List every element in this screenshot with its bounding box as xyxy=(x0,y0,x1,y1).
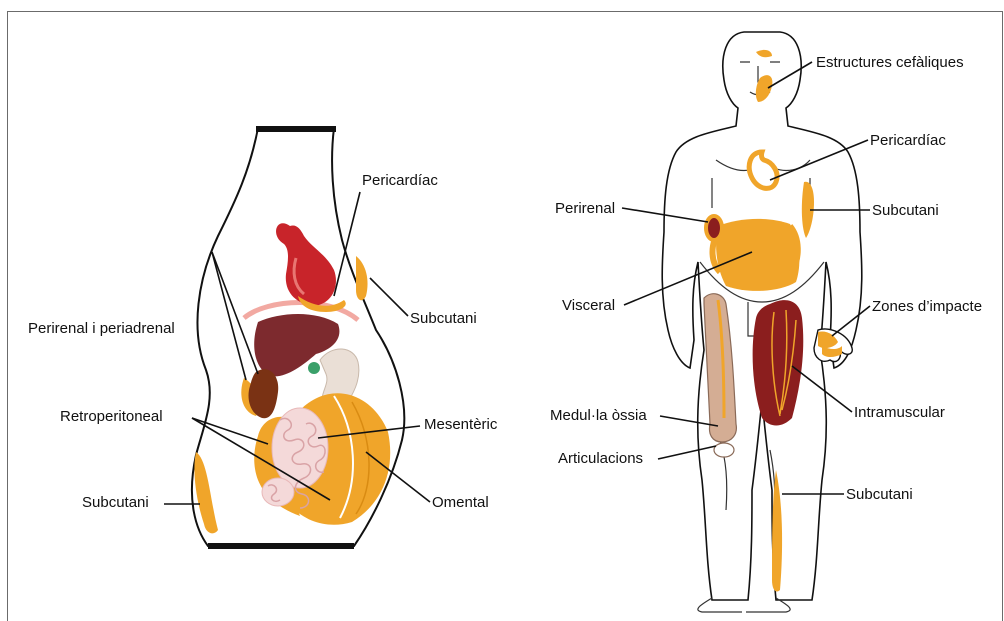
label-impact-zones: Zones d’impacte xyxy=(872,298,982,316)
label-joints: Articulacions xyxy=(558,450,643,468)
label-intramuscular: Intramuscular xyxy=(854,404,945,422)
label-visceral: Visceral xyxy=(562,297,615,315)
label-bone-marrow: Medul·la òssia xyxy=(550,407,647,425)
human-body-diagram xyxy=(622,32,870,612)
label-mesenteric: Mesentèric xyxy=(424,416,497,434)
label-pericardiac-left: Pericardíac xyxy=(362,172,438,190)
perirenal-kidney xyxy=(706,216,722,240)
label-retroperitoneal: Retroperitoneal xyxy=(60,408,163,426)
label-pericardiac-right: Pericardíac xyxy=(870,132,946,150)
label-subcutani-leg: Subcutani xyxy=(846,486,913,504)
label-subcutani-top-left: Subcutani xyxy=(410,310,477,328)
visceral-fat xyxy=(716,219,799,291)
label-perirenal-right: Perirenal xyxy=(555,200,615,218)
knee-joint xyxy=(714,443,734,457)
gallbladder xyxy=(308,362,320,374)
label-subcutani-chest: Subcutani xyxy=(872,202,939,220)
subcutaneous-fat-upper xyxy=(356,256,368,300)
label-perirenal-periadrenal: Perirenal i periadrenal xyxy=(28,320,175,338)
label-cephalic-structures: Estructures cefàliques xyxy=(816,54,964,72)
trunk-diagram xyxy=(164,128,430,546)
label-subcutani-bottom-left: Subcutani xyxy=(82,494,149,512)
label-omental: Omental xyxy=(432,494,489,512)
